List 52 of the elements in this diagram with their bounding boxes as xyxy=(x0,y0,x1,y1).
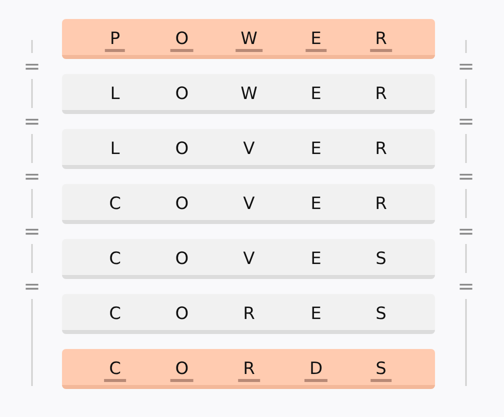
highlighted-word-bar xyxy=(62,349,435,389)
letter: O xyxy=(174,249,190,269)
letter: S xyxy=(374,249,388,269)
letter: C xyxy=(108,304,122,324)
word-bar xyxy=(62,294,435,334)
letter: V xyxy=(242,194,256,214)
word-bar xyxy=(62,74,435,114)
letter: S xyxy=(370,359,392,382)
word-bar xyxy=(62,184,435,224)
equals-sign: = xyxy=(458,111,474,131)
equals-sign: = xyxy=(458,56,474,76)
letter: D xyxy=(304,359,328,382)
equals-sign: = xyxy=(458,221,474,241)
letter: P xyxy=(104,29,126,52)
letter: R xyxy=(374,84,388,104)
letter: E xyxy=(310,304,322,324)
letter: O xyxy=(174,194,190,214)
equals-sign: = xyxy=(24,276,40,296)
equals-sign: = xyxy=(24,166,40,186)
letter: O xyxy=(174,304,190,324)
letter: W xyxy=(236,29,262,52)
equals-sign: = xyxy=(24,56,40,76)
letter: R xyxy=(374,139,388,159)
letter: O xyxy=(174,84,190,104)
letter: R xyxy=(242,304,256,324)
equals-sign: = xyxy=(24,221,40,241)
letter: W xyxy=(240,84,258,104)
letter: E xyxy=(306,29,326,52)
letter: O xyxy=(170,359,194,382)
letter: E xyxy=(310,139,322,159)
letter: C xyxy=(108,249,122,269)
letter: R xyxy=(238,359,260,382)
letter: R xyxy=(370,29,392,52)
letter: O xyxy=(170,29,194,52)
equals-sign: = xyxy=(458,166,474,186)
letter: V xyxy=(242,249,256,269)
letter: O xyxy=(174,139,190,159)
letter: C xyxy=(108,194,122,214)
letter: L xyxy=(109,139,121,159)
highlighted-word-bar xyxy=(62,19,435,59)
letter: V xyxy=(242,139,256,159)
word-bar xyxy=(62,129,435,169)
letter: C xyxy=(104,359,126,382)
letter: E xyxy=(310,194,322,214)
equals-sign: = xyxy=(458,276,474,296)
letter: R xyxy=(374,194,388,214)
word-bar xyxy=(62,239,435,279)
equals-sign: = xyxy=(24,111,40,131)
letter: E xyxy=(310,84,322,104)
letter: L xyxy=(109,84,121,104)
letter: S xyxy=(374,304,388,324)
letter: E xyxy=(310,249,322,269)
